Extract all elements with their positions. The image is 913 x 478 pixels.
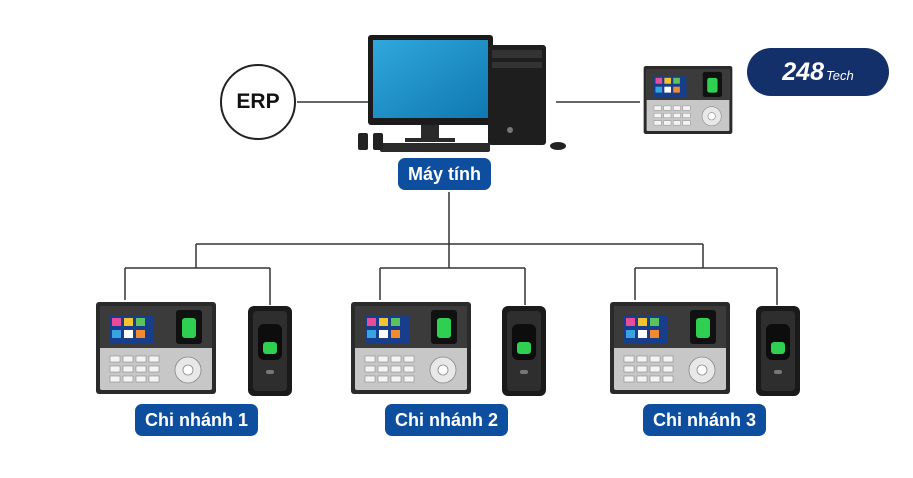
time-attendance-device-icon [642, 66, 734, 139]
computer-label: Máy tính [398, 158, 492, 190]
time-attendance-device-icon [351, 302, 471, 399]
branch-label-1: Chi nhánh 1 [135, 404, 258, 436]
time-attendance-device-icon [610, 302, 730, 399]
brand-logo-sub: Tech [826, 67, 854, 83]
time-attendance-device-icon [96, 302, 216, 399]
fingerprint-reader-icon [248, 306, 292, 401]
brand-logo-text: 248 [782, 57, 824, 86]
brand-logo: 248 Tech [747, 48, 889, 96]
erp-label: ERP [236, 90, 280, 113]
erp-node: ERP [220, 64, 296, 140]
fingerprint-reader-icon [756, 306, 800, 401]
branch-label-3: Chi nhánh 3 [643, 404, 766, 436]
computer-icon [358, 35, 566, 152]
fingerprint-reader-icon [502, 306, 546, 401]
branch-label-2: Chi nhánh 2 [385, 404, 508, 436]
